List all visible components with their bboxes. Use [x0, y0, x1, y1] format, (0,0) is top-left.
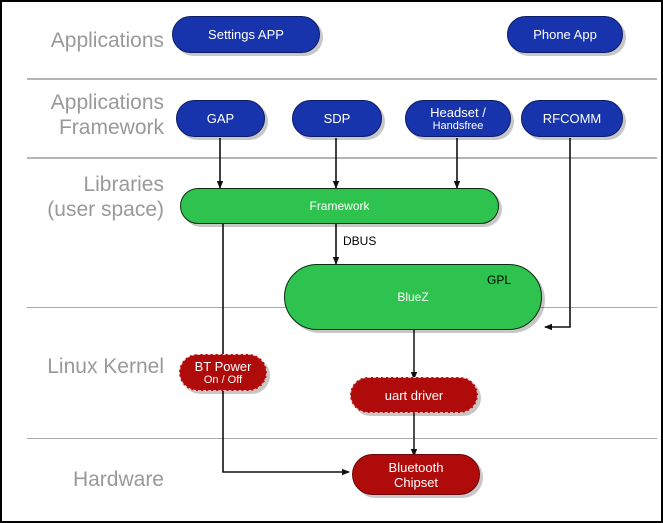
layer-label-applications: Applications: [50, 29, 164, 52]
node-label: Bluetooth: [388, 459, 444, 475]
layer-label-linux-kernel: Linux Kernel: [47, 355, 164, 378]
node-rfcomm[interactable]: RFCOMM: [521, 100, 623, 137]
node-label: uart driver: [384, 387, 444, 403]
node-sublabel: Handsfree: [432, 119, 484, 132]
wire-framework-chipset: [222, 224, 350, 476]
layer-divider-4: [27, 438, 657, 439]
node-bluetooth-chipset[interactable]: Bluetooth Chipset: [352, 454, 480, 495]
node-label: Framework: [309, 198, 370, 213]
license-tag-gpl: GPL: [487, 273, 512, 287]
node-phone-app[interactable]: Phone App: [507, 16, 623, 53]
node-label: GAP: [206, 111, 235, 126]
node-headset-handsfree[interactable]: Headset / Handsfree: [405, 100, 511, 137]
node-label: BlueZ: [397, 289, 429, 304]
node-sublabel: Chipset: [393, 474, 439, 490]
wire-label-dbus: DBUS: [343, 234, 377, 248]
node-gap[interactable]: GAP: [176, 100, 265, 137]
layer-divider-2: [27, 157, 657, 159]
layer-divider-1: [27, 78, 657, 80]
node-label: RFCOMM: [542, 111, 602, 126]
node-sublabel: On / Off: [203, 373, 243, 386]
node-label: Headset /: [430, 104, 486, 120]
layer-label-applications-framework: Applications Framework: [50, 91, 164, 139]
layer-label-libraries: Libraries (user space): [47, 173, 164, 221]
node-label: SDP: [323, 111, 351, 126]
node-framework[interactable]: Framework: [180, 188, 499, 224]
wire-rfcomm-bluez: [544, 138, 571, 331]
node-sdp[interactable]: SDP: [292, 100, 382, 137]
node-uart-driver[interactable]: uart driver: [350, 377, 478, 413]
node-label: Settings APP: [208, 27, 284, 42]
node-bluez[interactable]: BlueZ: [284, 264, 542, 330]
node-bt-power[interactable]: BT Power On / Off: [179, 354, 267, 391]
node-settings-app[interactable]: Settings APP: [172, 16, 320, 53]
layer-label-hardware: Hardware: [72, 468, 164, 491]
node-label: Phone App: [533, 27, 597, 42]
node-label: BT Power: [194, 358, 252, 374]
